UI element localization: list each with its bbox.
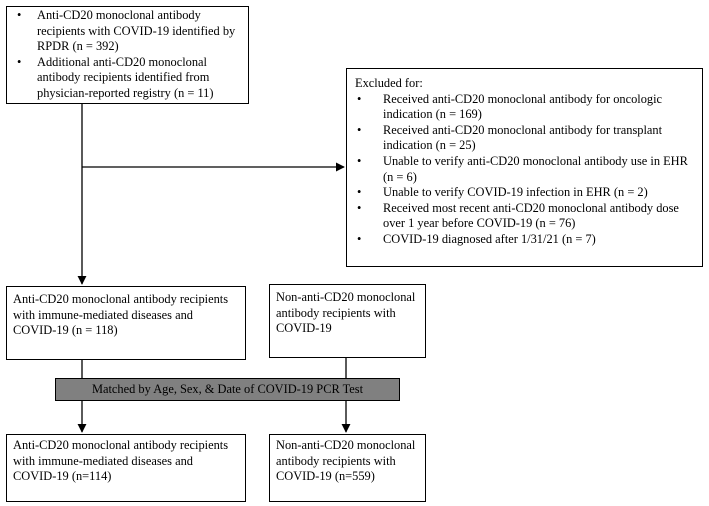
exclusion-title: Excluded for: — [355, 76, 423, 90]
matching-label: Matched by Age, Sex, & Date of COVID-19 … — [91, 382, 364, 396]
exclusion-item: COVID-19 diagnosed after 1/31/21 (n = 7) — [353, 232, 696, 248]
exclusion-item: Received most recent anti-CD20 monoclona… — [353, 201, 696, 232]
matching-box: Matched by Age, Sex, & Date of COVID-19 … — [55, 378, 400, 401]
cohort-right-text: Non-anti-CD20 monoclonal antibody recipi… — [276, 290, 416, 336]
final-right-box: Non-anti-CD20 monoclonal antibody recipi… — [269, 434, 426, 502]
exclusion-item: Unable to verify COVID-19 infection in E… — [353, 185, 696, 201]
final-right-text: Non-anti-CD20 monoclonal antibody recipi… — [276, 438, 416, 484]
cohort-left-box: Anti-CD20 monoclonal antibody recipients… — [6, 286, 246, 360]
source-cohort-box: Anti-CD20 monoclonal antibody recipients… — [6, 6, 249, 104]
final-left-box: Anti-CD20 monoclonal antibody recipients… — [6, 434, 246, 502]
final-left-text: Anti-CD20 monoclonal antibody recipients… — [13, 438, 229, 484]
exclusion-item: Unable to verify anti-CD20 monoclonal an… — [353, 154, 696, 185]
exclusion-item: Received anti-CD20 monoclonal antibody f… — [353, 92, 696, 123]
exclusion-box: Excluded for: Received anti-CD20 monoclo… — [346, 68, 703, 267]
cohort-right-box: Non-anti-CD20 monoclonal antibody recipi… — [269, 284, 426, 358]
source-item: Anti-CD20 monoclonal antibody recipients… — [7, 8, 244, 55]
cohort-left-text: Anti-CD20 monoclonal antibody recipients… — [13, 292, 229, 338]
exclusion-item: Received anti-CD20 monoclonal antibody f… — [353, 123, 696, 154]
source-item: Additional anti-CD20 monoclonal antibody… — [7, 55, 244, 102]
